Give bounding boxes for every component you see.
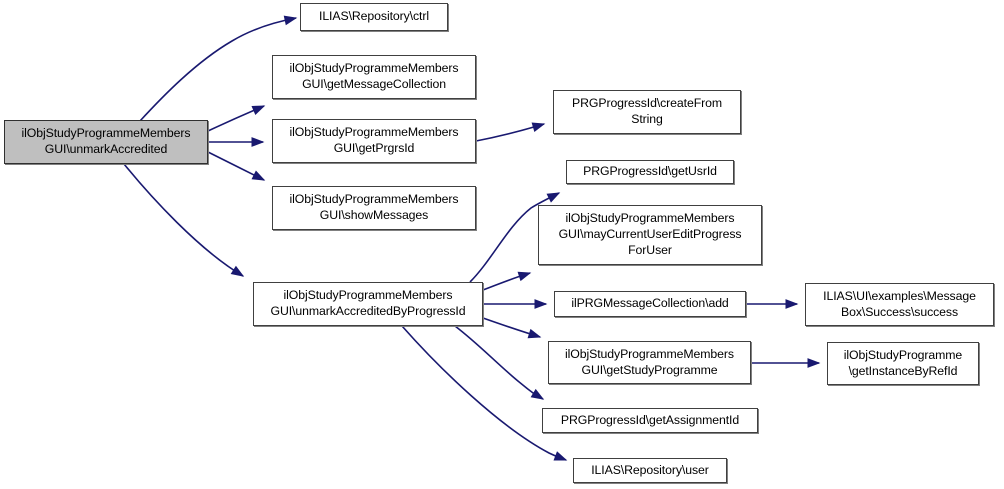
graph-edge xyxy=(401,325,567,461)
graph-node[interactable]: ILIAS\UI\examples\Message Box\Success\su… xyxy=(805,283,994,326)
graph-edge-arrowhead xyxy=(527,328,542,339)
graph-edge xyxy=(207,151,265,181)
graph-edge-arrowhead xyxy=(517,271,532,282)
graph-edge-arrowhead xyxy=(531,122,546,132)
graph-node[interactable]: PRGProgressId\createFrom String xyxy=(553,90,741,134)
graph-node[interactable]: ilPRGMessageCollection\add xyxy=(554,291,746,317)
graph-node[interactable]: PRGProgressId\getUsrId xyxy=(566,160,734,184)
graph-node[interactable]: ILIAS\Repository\user xyxy=(573,458,727,483)
graph-edge xyxy=(454,325,544,400)
graph-edge-arrowhead xyxy=(230,265,245,277)
graph-edge xyxy=(482,317,541,338)
graph-node[interactable]: PRGProgressId\getAssignmentId xyxy=(542,408,758,433)
graph-edge-arrowhead xyxy=(530,388,545,400)
graph-node[interactable]: ilObjStudyProgrammeMembers GUI\unmarkAcc… xyxy=(4,120,208,164)
graph-edge xyxy=(482,272,531,291)
graph-node[interactable]: ilObjStudyProgrammeMembers GUI\getPrgrsI… xyxy=(272,119,476,163)
graph-edge-arrowhead xyxy=(546,192,561,203)
graph-edge-arrowhead xyxy=(785,299,799,309)
graph-node[interactable]: ilObjStudyProgrammeMembers GUI\unmarkAcc… xyxy=(253,282,483,326)
graph-edge-arrowhead xyxy=(534,299,548,309)
graph-node[interactable]: ilObjStudyProgrammeMembers GUI\getStudyP… xyxy=(548,341,751,384)
graph-edge-arrowhead xyxy=(251,170,266,181)
graph-node[interactable]: ilObjStudyProgramme \getInstanceByRefId xyxy=(827,342,979,385)
graph-node[interactable]: ILIAS\Repository\ctrl xyxy=(300,3,448,31)
graph-edge-arrowhead xyxy=(553,451,568,461)
graph-node[interactable]: ilObjStudyProgrammeMembers GUI\getMessag… xyxy=(272,55,476,99)
graph-edge-arrowhead xyxy=(807,358,821,368)
graph-edge xyxy=(207,105,265,132)
graph-edge xyxy=(123,163,244,277)
graph-edge-arrowhead xyxy=(283,15,298,26)
graph-edge xyxy=(475,123,545,142)
graph-node[interactable]: ilObjStudyProgrammeMembers GUI\mayCurren… xyxy=(538,205,762,265)
graph-node[interactable]: ilObjStudyProgrammeMembers GUI\showMessa… xyxy=(272,186,476,230)
graph-edge-arrowhead xyxy=(251,137,265,147)
graph-edge-arrowhead xyxy=(251,105,266,116)
